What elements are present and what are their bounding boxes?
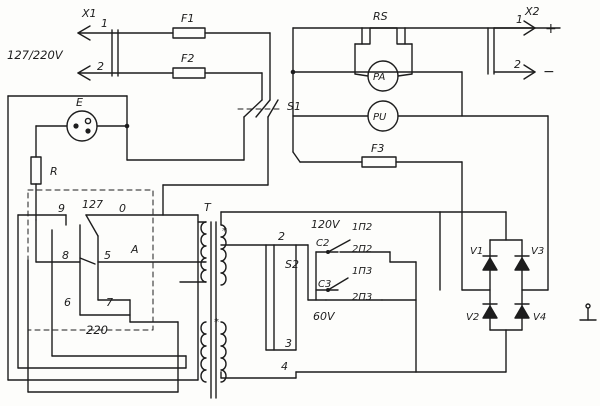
shunt-rs: RS xyxy=(361,10,406,45)
input-lines xyxy=(117,32,271,101)
fuse-f2: F2 xyxy=(172,52,206,79)
label-v2: V2 xyxy=(466,312,479,323)
label-r: R xyxy=(50,165,58,178)
label-node-3: 3 xyxy=(285,337,292,350)
transformer-t: T * * xyxy=(200,201,227,399)
label-x2-pin2: 2 xyxy=(514,58,521,71)
label-x1-pin2: 2 xyxy=(97,60,104,73)
ground-icon xyxy=(579,303,597,321)
label-t: T xyxy=(204,201,212,214)
label-winding-start-primary: * xyxy=(214,317,219,328)
label-v1: V1 xyxy=(470,246,483,257)
tap-panel-a: 9 127 0 8 5 A 6 7 220 xyxy=(27,189,205,337)
label-pu: PU xyxy=(373,112,387,123)
label-1p3: 1П3 xyxy=(352,266,372,277)
label-pa: PA xyxy=(373,72,386,83)
label-2p2: 2П2 xyxy=(352,244,372,255)
label-x2-pin1: 1 xyxy=(516,13,523,26)
label-tap-220: 220 xyxy=(86,323,108,337)
label-s2: S2 xyxy=(285,258,299,271)
resistor-r: R xyxy=(30,156,58,185)
switch-s1: S1 xyxy=(237,99,301,118)
label-winding-start-secondary: * xyxy=(222,226,227,237)
bridge-rectifier: V1 V3 V2 V4 xyxy=(461,211,549,373)
fuse-f1: F1 xyxy=(172,12,206,39)
label-c2: C2 xyxy=(316,238,329,249)
label-f1: F1 xyxy=(181,12,194,25)
switch-s2: 2 3 4 S2 C2 C3 120V 60V 1П2 2П2 1П3 2П3 xyxy=(265,218,391,373)
label-f2: F2 xyxy=(181,52,194,65)
label-60v: 60V xyxy=(313,310,336,323)
label-c3: C3 xyxy=(318,279,331,290)
label-120v: 120V xyxy=(311,218,341,231)
label-tap-0: 0 xyxy=(119,202,126,215)
label-f3: F3 xyxy=(371,142,384,155)
label-s1: S1 xyxy=(287,100,301,113)
label-tap-7: 7 xyxy=(106,296,113,309)
label-tap-6: 6 xyxy=(64,296,71,309)
label-1p2: 1П2 xyxy=(352,222,372,233)
label-a: A xyxy=(130,243,139,256)
label-v4: V4 xyxy=(533,312,546,323)
label-node-2: 2 xyxy=(278,230,285,243)
label-v3: V3 xyxy=(531,246,544,257)
label-x1: X1 xyxy=(81,7,97,20)
connector-x1: X1 1 2 127/220V xyxy=(7,7,119,81)
label-e: E xyxy=(76,96,83,109)
label-tap-5: 5 xyxy=(104,249,111,262)
label-mains-voltage: 127/220V xyxy=(7,48,64,62)
label-x1-pin1: 1 xyxy=(101,17,108,30)
label-node-4: 4 xyxy=(281,360,288,373)
lamp-e: E xyxy=(66,96,98,142)
label-plus: + xyxy=(545,21,557,37)
label-2p3: 2П3 xyxy=(352,292,372,303)
voltmeter-pu: PU xyxy=(367,100,399,132)
label-minus: − xyxy=(543,64,555,80)
ammeter-pa: PA xyxy=(367,60,399,92)
label-tap-9: 9 xyxy=(58,202,65,215)
label-tap-8: 8 xyxy=(62,249,69,262)
label-x2: X2 xyxy=(524,5,540,18)
fuse-f3: F3 xyxy=(361,142,397,168)
label-rs: RS xyxy=(373,10,388,23)
connector-x2: X2 1 2 + − xyxy=(487,5,557,80)
label-tap-127: 127 xyxy=(82,198,103,211)
